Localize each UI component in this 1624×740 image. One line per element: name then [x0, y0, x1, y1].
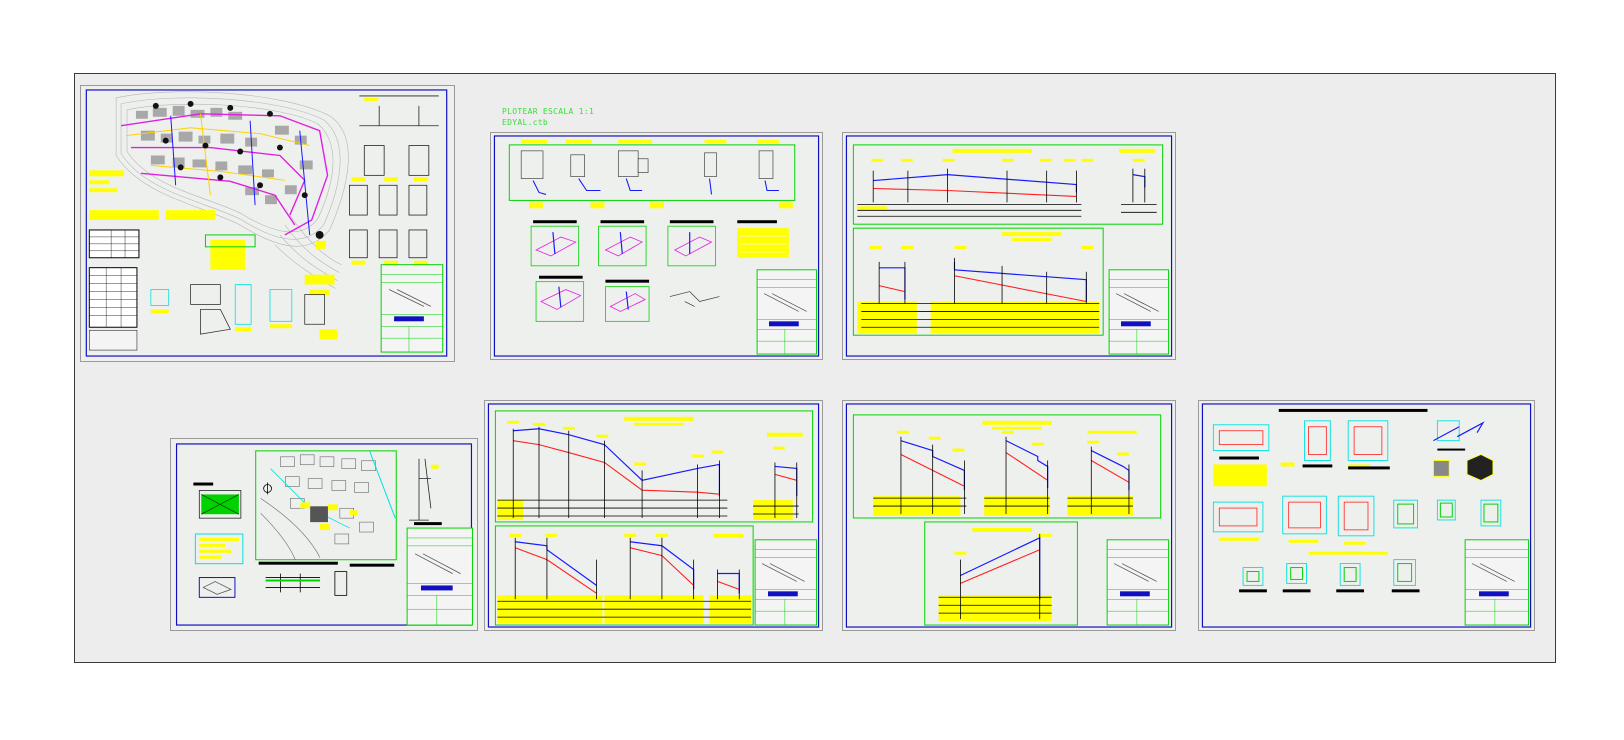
- drawing-sheet-structure-details[interactable]: [1198, 400, 1535, 631]
- plot-scale-text: PLOTEAR ESCALA 1:1: [502, 107, 595, 116]
- drawing-sheet-profiles-c[interactable]: [842, 400, 1176, 631]
- structure-details-drawing: [1201, 403, 1532, 628]
- profiles-b-drawing: [487, 403, 820, 628]
- profiles-c-drawing: [845, 403, 1173, 628]
- drawing-sheet-location-plan[interactable]: [170, 438, 478, 631]
- location-plan-drawing: [175, 443, 473, 626]
- profiles-a-drawing: [845, 135, 1173, 357]
- drawing-sheet-site-plan[interactable]: [80, 85, 455, 362]
- ctb-file-text: EDYAL.ctb: [502, 118, 549, 127]
- plot-scale-note: PLOTEAR ESCALA 1:1 EDYAL.ctb: [502, 106, 594, 128]
- drawing-sheet-profiles-b[interactable]: [484, 400, 823, 631]
- site-plan-drawing: [85, 89, 448, 357]
- drawing-sheet-connection-details[interactable]: [490, 132, 823, 360]
- drawing-sheet-profiles-a[interactable]: [842, 132, 1176, 360]
- connection-details-drawing: [493, 135, 820, 357]
